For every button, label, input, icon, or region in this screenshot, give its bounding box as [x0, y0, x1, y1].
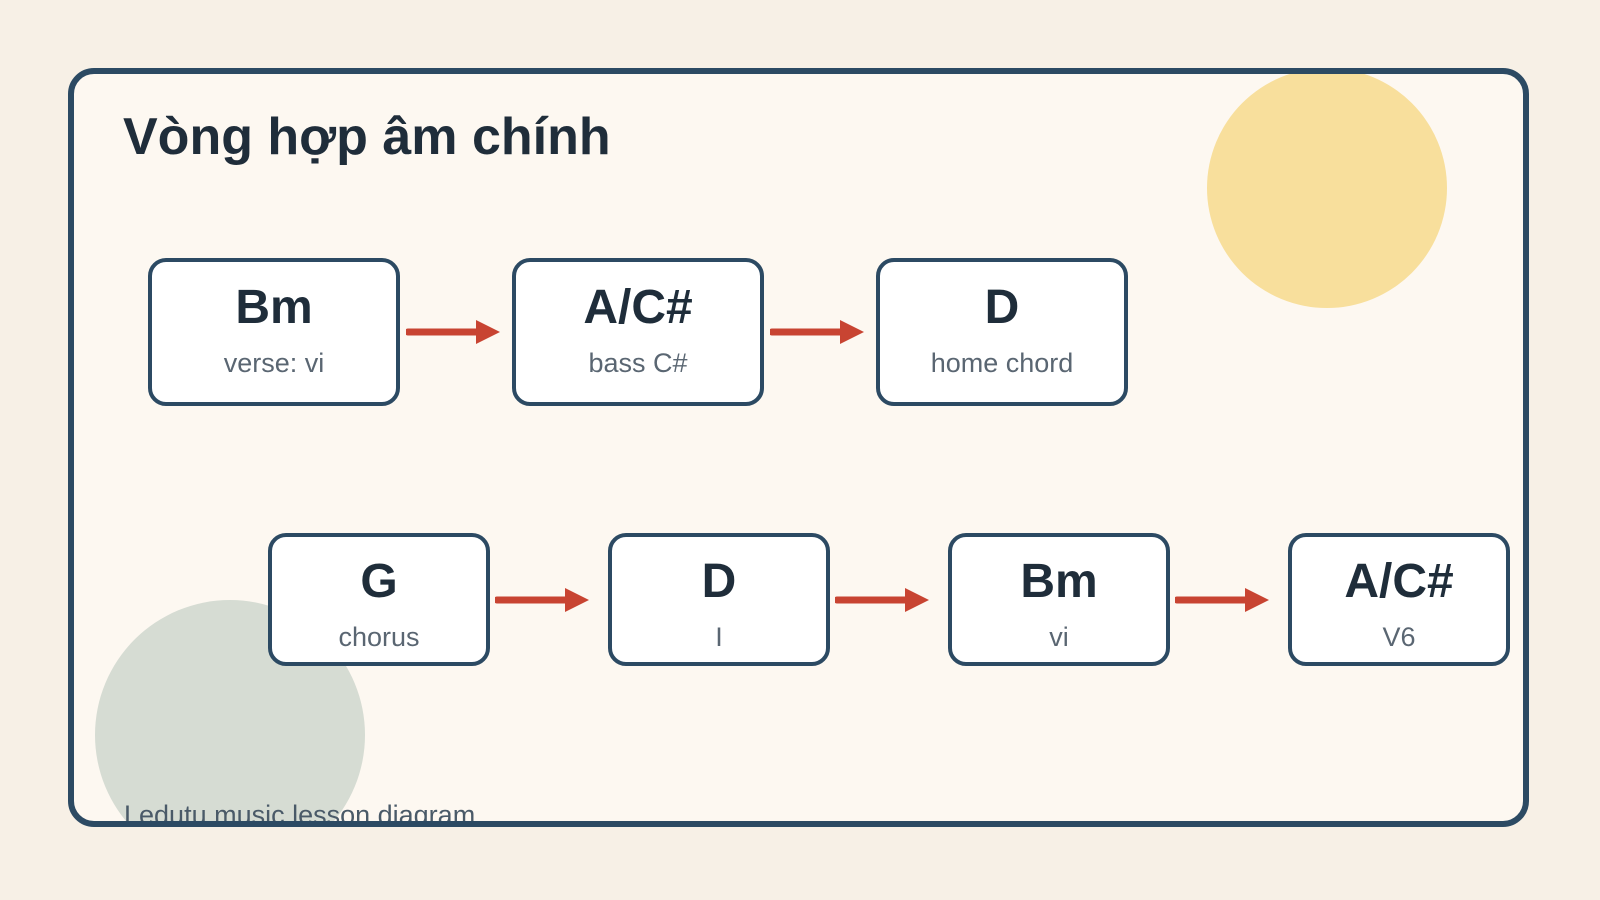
chord-label: home chord: [930, 348, 1074, 378]
chord-label: V6: [1382, 622, 1416, 652]
chord-name: D: [984, 281, 1020, 334]
arrow-right-icon: [835, 588, 929, 612]
chord-label: I: [715, 622, 723, 652]
chord-name: G: [360, 555, 398, 608]
footer-caption: Ledutu music lesson diagram: [124, 800, 476, 827]
chord-name: A/C#: [1344, 555, 1454, 608]
arrow-right-icon: [770, 320, 864, 344]
chord-box-chorus-4: A/C# V6: [1288, 533, 1510, 666]
chord-name: Bm: [1020, 555, 1098, 608]
chord-box-chorus-3: Bm vi: [948, 533, 1170, 666]
chord-name: A/C#: [583, 281, 693, 334]
chord-box-chorus-1: G chorus: [268, 533, 490, 666]
diagram-title: Vòng hợp âm chính: [123, 108, 611, 166]
arrow-right-icon: [495, 588, 589, 612]
chord-box-verse-2: A/C# bass C#: [512, 258, 764, 406]
chord-label: verse: vi: [223, 348, 325, 378]
decorative-yellow-circle: [1207, 74, 1447, 308]
chord-label: vi: [1049, 622, 1069, 652]
chord-box-verse-3: D home chord: [876, 258, 1128, 406]
chord-name: D: [701, 555, 737, 608]
chord-box-chorus-2: D I: [608, 533, 830, 666]
arrow-right-icon: [406, 320, 500, 344]
chord-box-verse-1: Bm verse: vi: [148, 258, 400, 406]
chord-label: chorus: [338, 622, 420, 652]
chord-name: Bm: [235, 281, 313, 334]
chord-label: bass C#: [588, 348, 688, 378]
diagram-panel: Vòng hợp âm chính Bm verse: vi A/C# bass…: [68, 68, 1529, 827]
arrow-right-icon: [1175, 588, 1269, 612]
